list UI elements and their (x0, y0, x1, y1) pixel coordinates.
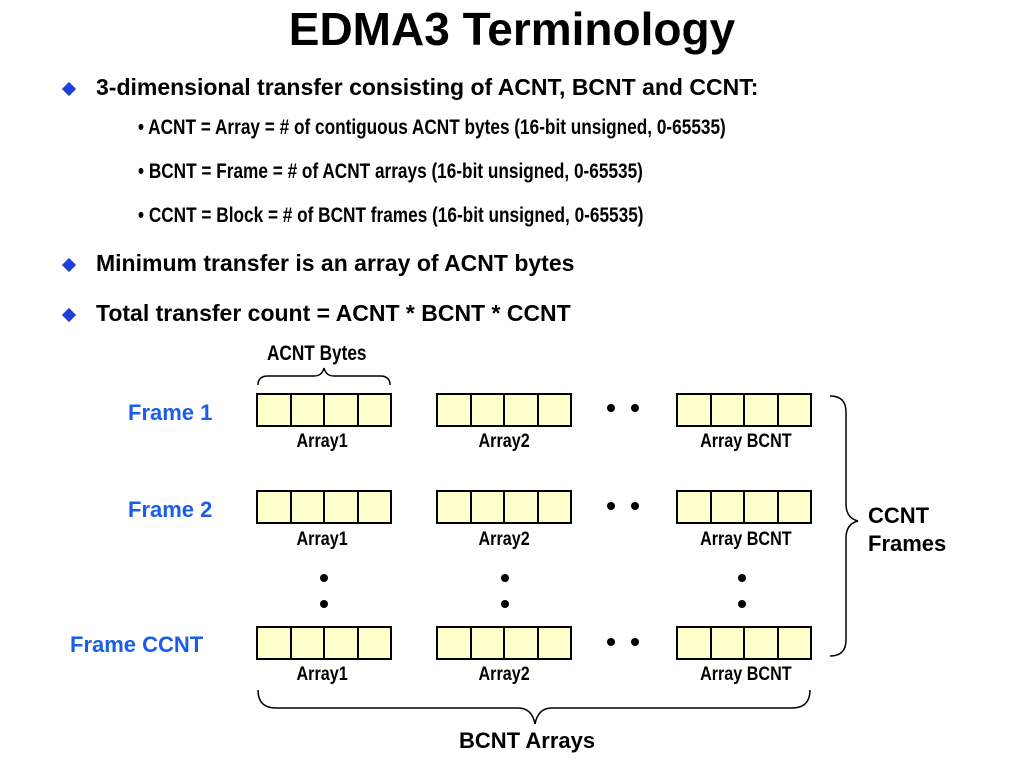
bcnt-brace (257, 689, 811, 725)
array-label: Array BCNT (700, 431, 792, 452)
ccnt-brace (829, 395, 859, 657)
sub-bullet-bcnt: • BCNT = Frame = # of ACNT arrays (16-bi… (138, 160, 643, 183)
frame-ccnt-label: Frame CCNT (70, 632, 204, 657)
array-label: Array1 (296, 431, 348, 452)
bcnt-arrays-label: BCNT Arrays (459, 728, 596, 753)
array-box (436, 490, 572, 524)
sub-bullet-ccnt: • CCNT = Block = # of BCNT frames (16-bi… (138, 204, 644, 227)
frame-2-label: Frame 2 (128, 497, 213, 522)
ccnt-frames-label: CCNT Frames (868, 503, 947, 556)
page-title: EDMA3 Terminology (288, 3, 736, 55)
array-label: Array BCNT (700, 529, 792, 550)
acnt-brace (257, 367, 391, 386)
vertical-dots (320, 574, 746, 608)
frame-1-label: Frame 1 (128, 400, 213, 425)
acnt-bytes-label: ACNT Bytes (267, 342, 367, 365)
sub-bullet-acnt: • ACNT = Array = # of contiguous ACNT by… (138, 116, 726, 139)
array-box (676, 490, 812, 524)
array-box (436, 393, 572, 427)
array-label: Array2 (478, 431, 530, 452)
bullet-text: Total transfer count = ACNT * BCNT * CCN… (96, 300, 571, 326)
array-label: Array BCNT (700, 664, 792, 685)
array-box (256, 393, 392, 427)
array-box (256, 626, 392, 660)
array-label: Array2 (478, 664, 530, 685)
horizontal-dots (607, 404, 639, 646)
array-label: Array1 (296, 529, 348, 550)
array-box (676, 393, 812, 427)
array-box (436, 626, 572, 660)
array-box (256, 490, 392, 524)
bullet-text: 3-dimensional transfer consisting of ACN… (96, 74, 759, 100)
array-box (676, 626, 812, 660)
array-label: Array2 (478, 529, 530, 550)
array-label: Array1 (296, 664, 348, 685)
bullet-text: Minimum transfer is an array of ACNT byt… (96, 250, 575, 276)
